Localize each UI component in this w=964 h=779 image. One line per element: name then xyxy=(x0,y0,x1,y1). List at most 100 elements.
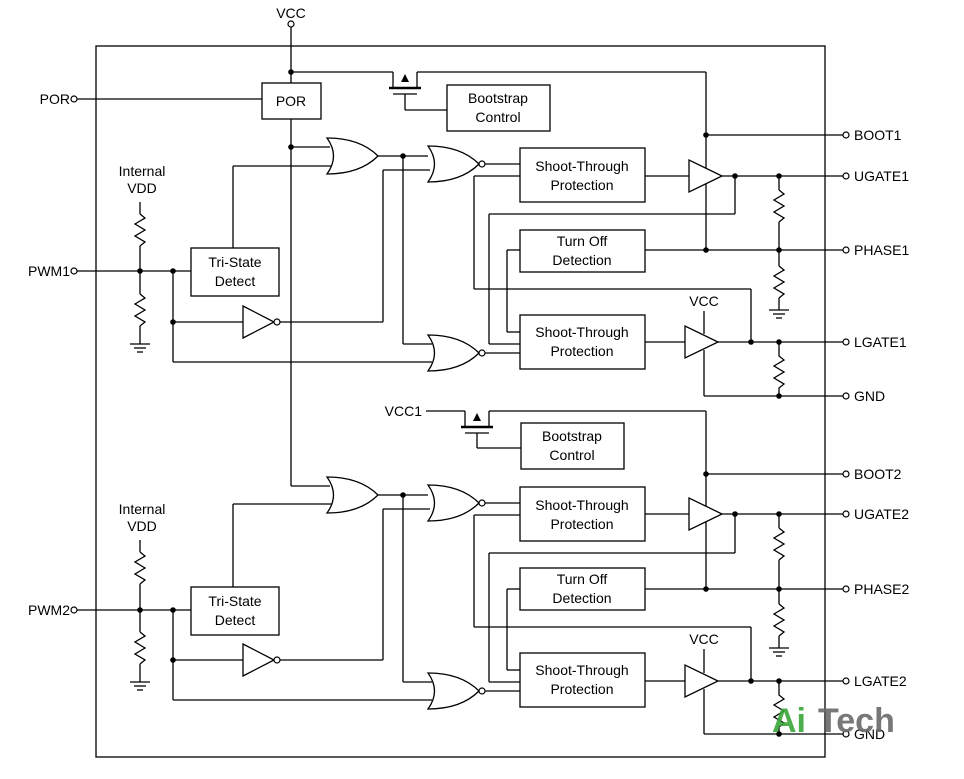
resistor xyxy=(772,527,786,561)
resistor xyxy=(772,681,786,734)
pin-label-gnd2: GND xyxy=(854,726,885,742)
pin-ugate2 xyxy=(842,510,850,518)
stp-lower-2-line1: Shoot-Through xyxy=(535,662,628,678)
bootstrap-control-1 xyxy=(446,84,551,132)
vcc-lower-1-label: VCC xyxy=(689,293,719,309)
tristate-detect-2-line1: Tri-State xyxy=(208,593,261,609)
vcc-lower-2-label: VCC xyxy=(689,631,719,647)
pin-label-por: POR xyxy=(40,91,70,107)
or-gate-1 xyxy=(325,137,379,175)
tristate-detect-1 xyxy=(190,247,280,297)
watermark-ai: Ai xyxy=(772,702,806,740)
inverter-bubble xyxy=(478,160,486,168)
nor-gate-upper-2 xyxy=(426,484,480,522)
lower-driver-2 xyxy=(684,663,720,699)
shoot-through-upper-1 xyxy=(519,147,646,203)
resistor xyxy=(772,189,786,223)
stp-lower-2-line2: Protection xyxy=(550,681,613,697)
watermark-tech: Tech xyxy=(818,702,895,740)
chip-outline xyxy=(95,45,826,758)
inverter-1 xyxy=(242,304,276,340)
pin-label-boot2: BOOT2 xyxy=(854,466,902,482)
resistor-pulldown-2 xyxy=(133,631,147,665)
ground-symbol xyxy=(130,343,150,353)
bootstrap-control-2-line2: Control xyxy=(549,447,594,463)
pin-label-pwm1: PWM1 xyxy=(28,263,70,279)
resistor-pulldown-1 xyxy=(133,293,147,327)
inverter-bubble xyxy=(478,687,486,695)
tristate-detect-1-line1: Tri-State xyxy=(208,254,261,270)
turnoff-2-line2: Detection xyxy=(552,590,611,606)
or-gate-2 xyxy=(325,476,379,514)
stp-upper-1-line1: Shoot-Through xyxy=(535,158,628,174)
turnoff-1-line2: Detection xyxy=(552,252,611,268)
pin-lgate2 xyxy=(842,677,850,685)
channel-2: Internal VDD PWM2 Tri-State Detect xyxy=(28,466,909,742)
pin-label-lgate1: LGATE1 xyxy=(854,334,907,350)
bootstrap-mosfet-1 xyxy=(389,72,447,111)
por-block xyxy=(261,82,322,120)
internal-vdd-1-line2: VDD xyxy=(127,180,157,196)
bootstrap-mosfet-2 xyxy=(461,411,521,449)
internal-vdd-2-line2: VDD xyxy=(127,518,157,534)
pin-phase2 xyxy=(842,585,850,593)
tristate-detect-2-line2: Detect xyxy=(215,612,256,628)
bootstrap-control-1-line2: Control xyxy=(475,109,520,125)
internal-vdd-2-line1: Internal xyxy=(119,501,166,517)
pin-label-ugate2: UGATE2 xyxy=(854,506,909,522)
pin-label-phase1: PHASE1 xyxy=(854,242,909,258)
pin-por xyxy=(70,95,78,103)
stp-lower-1-line1: Shoot-Through xyxy=(535,324,628,340)
pin-label-boot1: BOOT1 xyxy=(854,127,902,143)
pin-pwm1 xyxy=(70,267,78,275)
pin-label-vcc: VCC xyxy=(276,5,306,21)
stp-upper-2-line1: Shoot-Through xyxy=(535,497,628,513)
turnoff-1-line1: Turn Off xyxy=(557,233,608,249)
pin-boot1 xyxy=(842,131,850,139)
pin-vcc xyxy=(287,20,295,28)
pin-lgate1 xyxy=(842,338,850,346)
resistor xyxy=(772,603,786,637)
nor-gate-lower-2 xyxy=(426,672,480,710)
channel-1: Internal VDD PWM1 Tri-State Detect xyxy=(28,127,909,404)
inverter-bubble xyxy=(478,499,486,507)
watermark-logo: Ai Tech xyxy=(772,702,895,740)
shoot-through-upper-2 xyxy=(519,486,646,542)
ground-symbol xyxy=(769,647,789,657)
por-block-label: POR xyxy=(276,93,306,109)
stp-lower-1-line2: Protection xyxy=(550,343,613,359)
pin-phase1 xyxy=(842,246,850,254)
pin-gnd1 xyxy=(842,392,850,400)
stp-upper-2-line2: Protection xyxy=(550,516,613,532)
turnoff-detection-2 xyxy=(519,567,646,611)
turnoff-2-line1: Turn Off xyxy=(557,571,608,587)
pin-label-vcc1: VCC1 xyxy=(385,403,423,419)
inverter-2 xyxy=(242,642,276,678)
pin-pwm2 xyxy=(70,606,78,614)
nor-gate-lower-1 xyxy=(426,334,480,372)
pin-ugate1 xyxy=(842,172,850,180)
resistor xyxy=(772,265,786,299)
resistor xyxy=(772,342,786,396)
pin-label-gnd1: GND xyxy=(854,388,885,404)
bootstrap-control-2 xyxy=(520,422,625,470)
ground-symbol xyxy=(130,681,150,691)
nor-gate-upper-1 xyxy=(426,145,480,183)
pin-label-ugate1: UGATE1 xyxy=(854,168,909,184)
tristate-detect-2 xyxy=(190,586,280,636)
turnoff-detection-1 xyxy=(519,229,646,273)
lower-driver-1 xyxy=(684,324,720,360)
inverter-bubble xyxy=(478,349,486,357)
bootstrap-control-2-line1: Bootstrap xyxy=(542,428,602,444)
bootstrap-control-1-line1: Bootstrap xyxy=(468,90,528,106)
pin-boot2 xyxy=(842,470,850,478)
internal-vdd-1-line1: Internal xyxy=(119,163,166,179)
shoot-through-lower-1 xyxy=(519,314,646,370)
pin-label-phase2: PHASE2 xyxy=(854,581,909,597)
tristate-detect-1-line2: Detect xyxy=(215,273,256,289)
stp-upper-1-line2: Protection xyxy=(550,177,613,193)
ground-symbol xyxy=(769,309,789,319)
resistor-pullup-2 xyxy=(133,551,147,585)
resistor-pullup-1 xyxy=(133,213,147,247)
